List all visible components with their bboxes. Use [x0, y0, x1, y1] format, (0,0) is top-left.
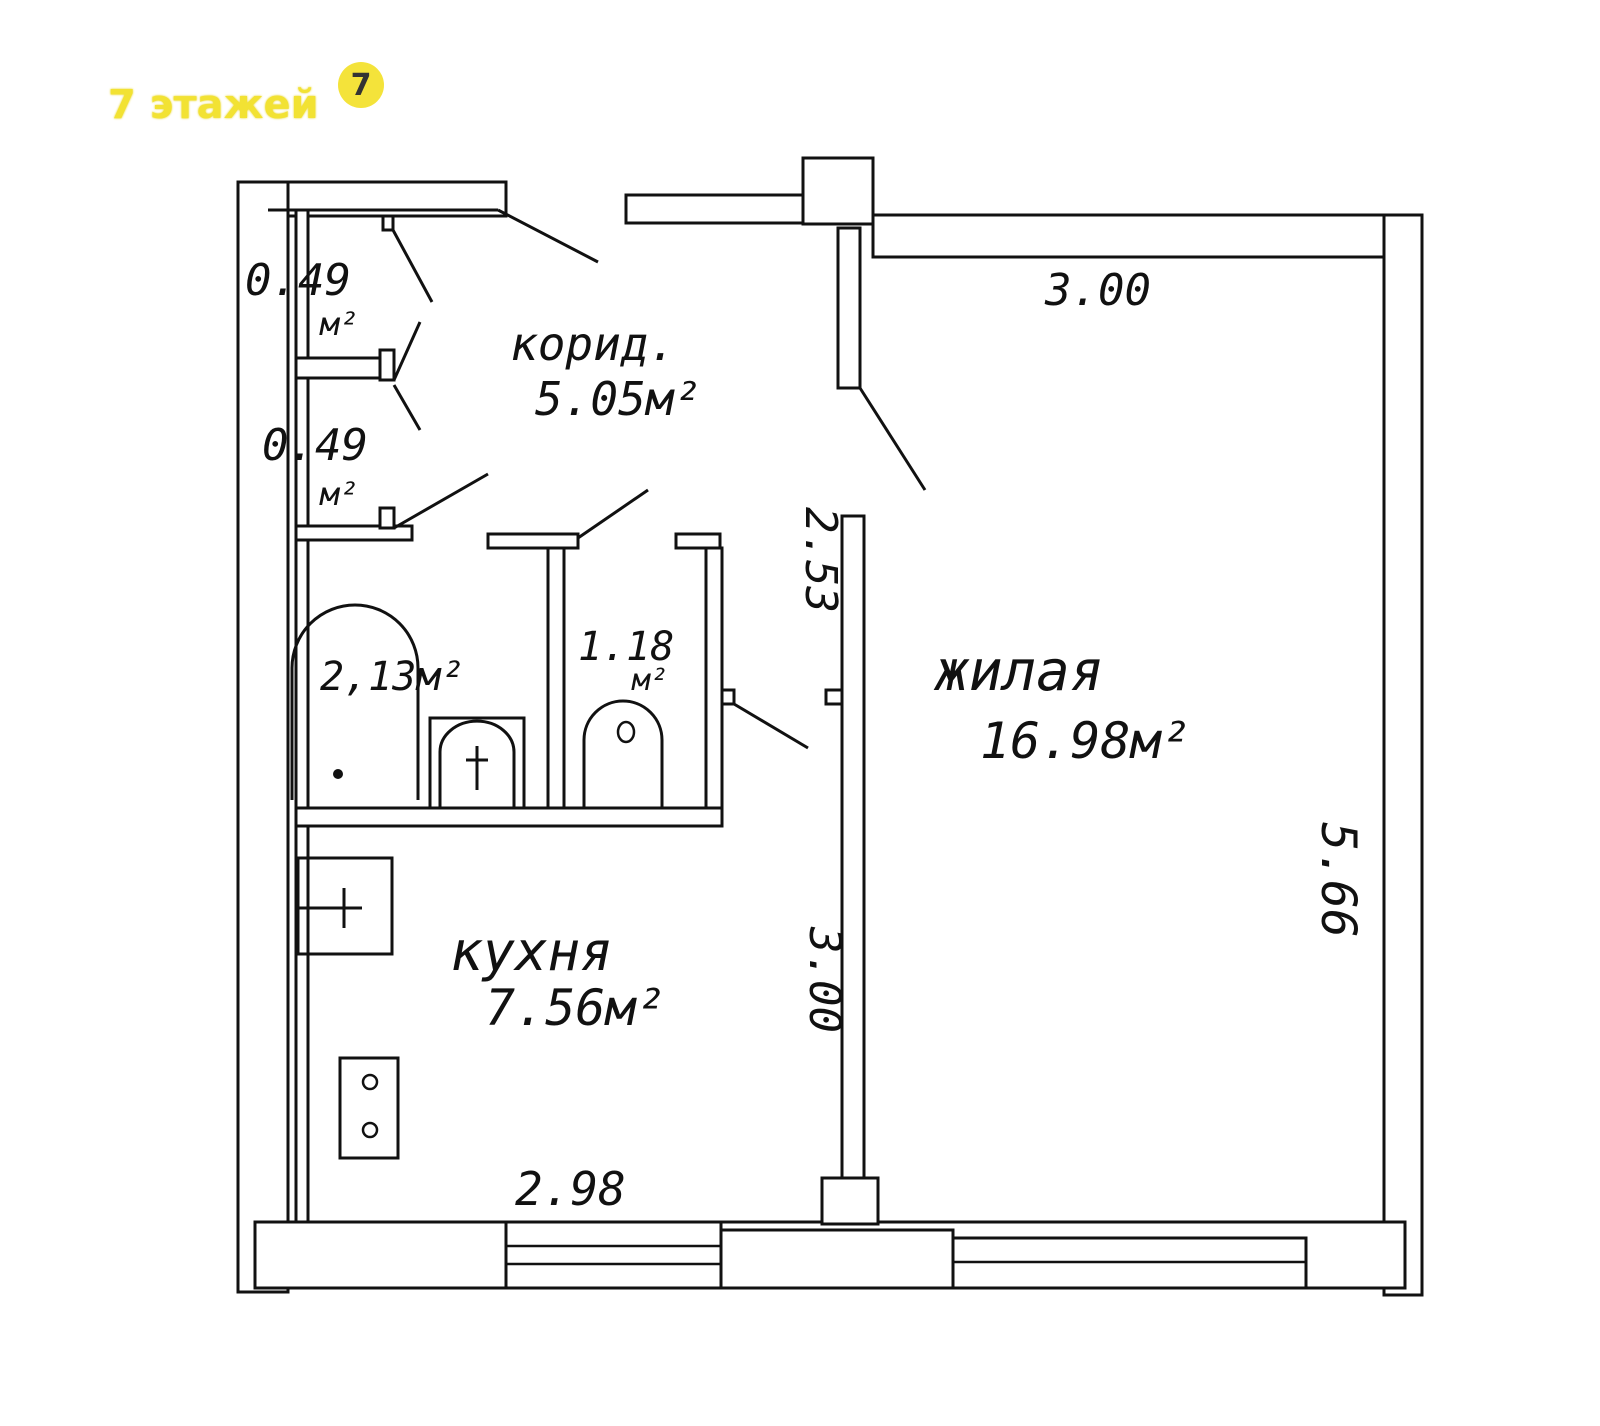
dimension-partition-upper: 2.53 — [795, 507, 846, 613]
wall-left-outer — [236, 180, 290, 1294]
sink-icon — [296, 856, 394, 956]
kitchen-area: 7.56м² — [485, 979, 666, 1037]
door-swing-bathroom — [577, 488, 649, 540]
toilet-right-wall — [704, 546, 724, 812]
toilet-door-jamb — [720, 688, 736, 706]
bathroom-area: 2,13м² — [320, 654, 465, 700]
washbasin-bowl-icon — [438, 719, 516, 808]
column-top — [801, 156, 875, 226]
wall-right — [1382, 213, 1424, 1297]
column-bottom — [820, 1176, 880, 1226]
door-swing-closet-top — [391, 229, 434, 303]
closets — [268, 208, 599, 542]
bathtub-icon — [290, 603, 420, 800]
stove-burner-icon — [361, 1121, 379, 1139]
dimension-kitchen-bottom: 2.98 — [515, 1162, 626, 1216]
brand-logo-text: 7 этажей — [108, 82, 319, 128]
toilet-top-wall — [674, 532, 722, 550]
closet-door-jamb — [381, 214, 395, 232]
dimension-living-top: 3.00 — [1044, 265, 1151, 316]
pier-between-windows — [719, 1228, 955, 1290]
labels: 0.49 м² 0.49 м² корид. 5.05м² 2,13м² 1.1… — [245, 255, 1366, 1216]
closet-divider — [294, 356, 382, 380]
bathtub-drain-icon — [333, 769, 343, 779]
dimension-living-right: 5.66 — [1310, 822, 1366, 938]
toilet-area: 1.18 — [578, 624, 674, 670]
partition-upper — [836, 226, 862, 390]
door-swing-living — [858, 387, 927, 491]
bathroom-top-wall — [486, 532, 580, 550]
kitchen-fixtures — [296, 856, 400, 1160]
bathroom-divider — [546, 546, 566, 812]
door-leaf-closet-top — [392, 321, 422, 381]
closet-top-area: 0.49 — [245, 255, 351, 306]
door-swing-entrance — [497, 208, 599, 264]
door-leaf-closet-bottom — [392, 384, 422, 431]
kitchen-name: кухня — [450, 920, 613, 983]
washbasin-icon — [428, 716, 526, 810]
door-swing-closet-bottom — [393, 472, 489, 530]
stove-icon — [338, 1056, 400, 1160]
partition-kitchen-living — [820, 226, 927, 1226]
window-kitchen — [504, 1220, 723, 1290]
toilet-bowl-icon — [616, 720, 636, 744]
corridor-area: 5.05м² — [535, 372, 701, 426]
partition-lower — [840, 514, 866, 1183]
closet-bottom-jamb — [378, 506, 396, 530]
toilet-icon — [582, 699, 664, 808]
corridor-name: корид. — [510, 317, 676, 371]
toilet-unit: м² — [631, 663, 668, 698]
windows — [504, 1220, 1308, 1290]
living-room-name: жилая — [933, 639, 1104, 704]
door-swing-toilet — [733, 702, 809, 750]
closet-top-unit: м² — [319, 305, 359, 343]
closet-bottom-area: 0.49 — [262, 420, 368, 471]
wall-top-right — [871, 213, 1420, 259]
living-room-area: 16.98м² — [980, 712, 1191, 770]
closet-divider-jamb — [378, 348, 396, 382]
bathroom-block — [290, 488, 809, 828]
stove-burner-icon — [361, 1073, 379, 1091]
brand-logo-badge-icon: 7 — [338, 62, 384, 108]
wall-top-middle — [624, 193, 805, 225]
dimension-partition-lower: 3.00 — [799, 926, 850, 1033]
bathroom-bottom-wall — [294, 806, 724, 828]
partition-stub — [824, 688, 844, 706]
closet-bottom-unit: м² — [319, 475, 359, 513]
